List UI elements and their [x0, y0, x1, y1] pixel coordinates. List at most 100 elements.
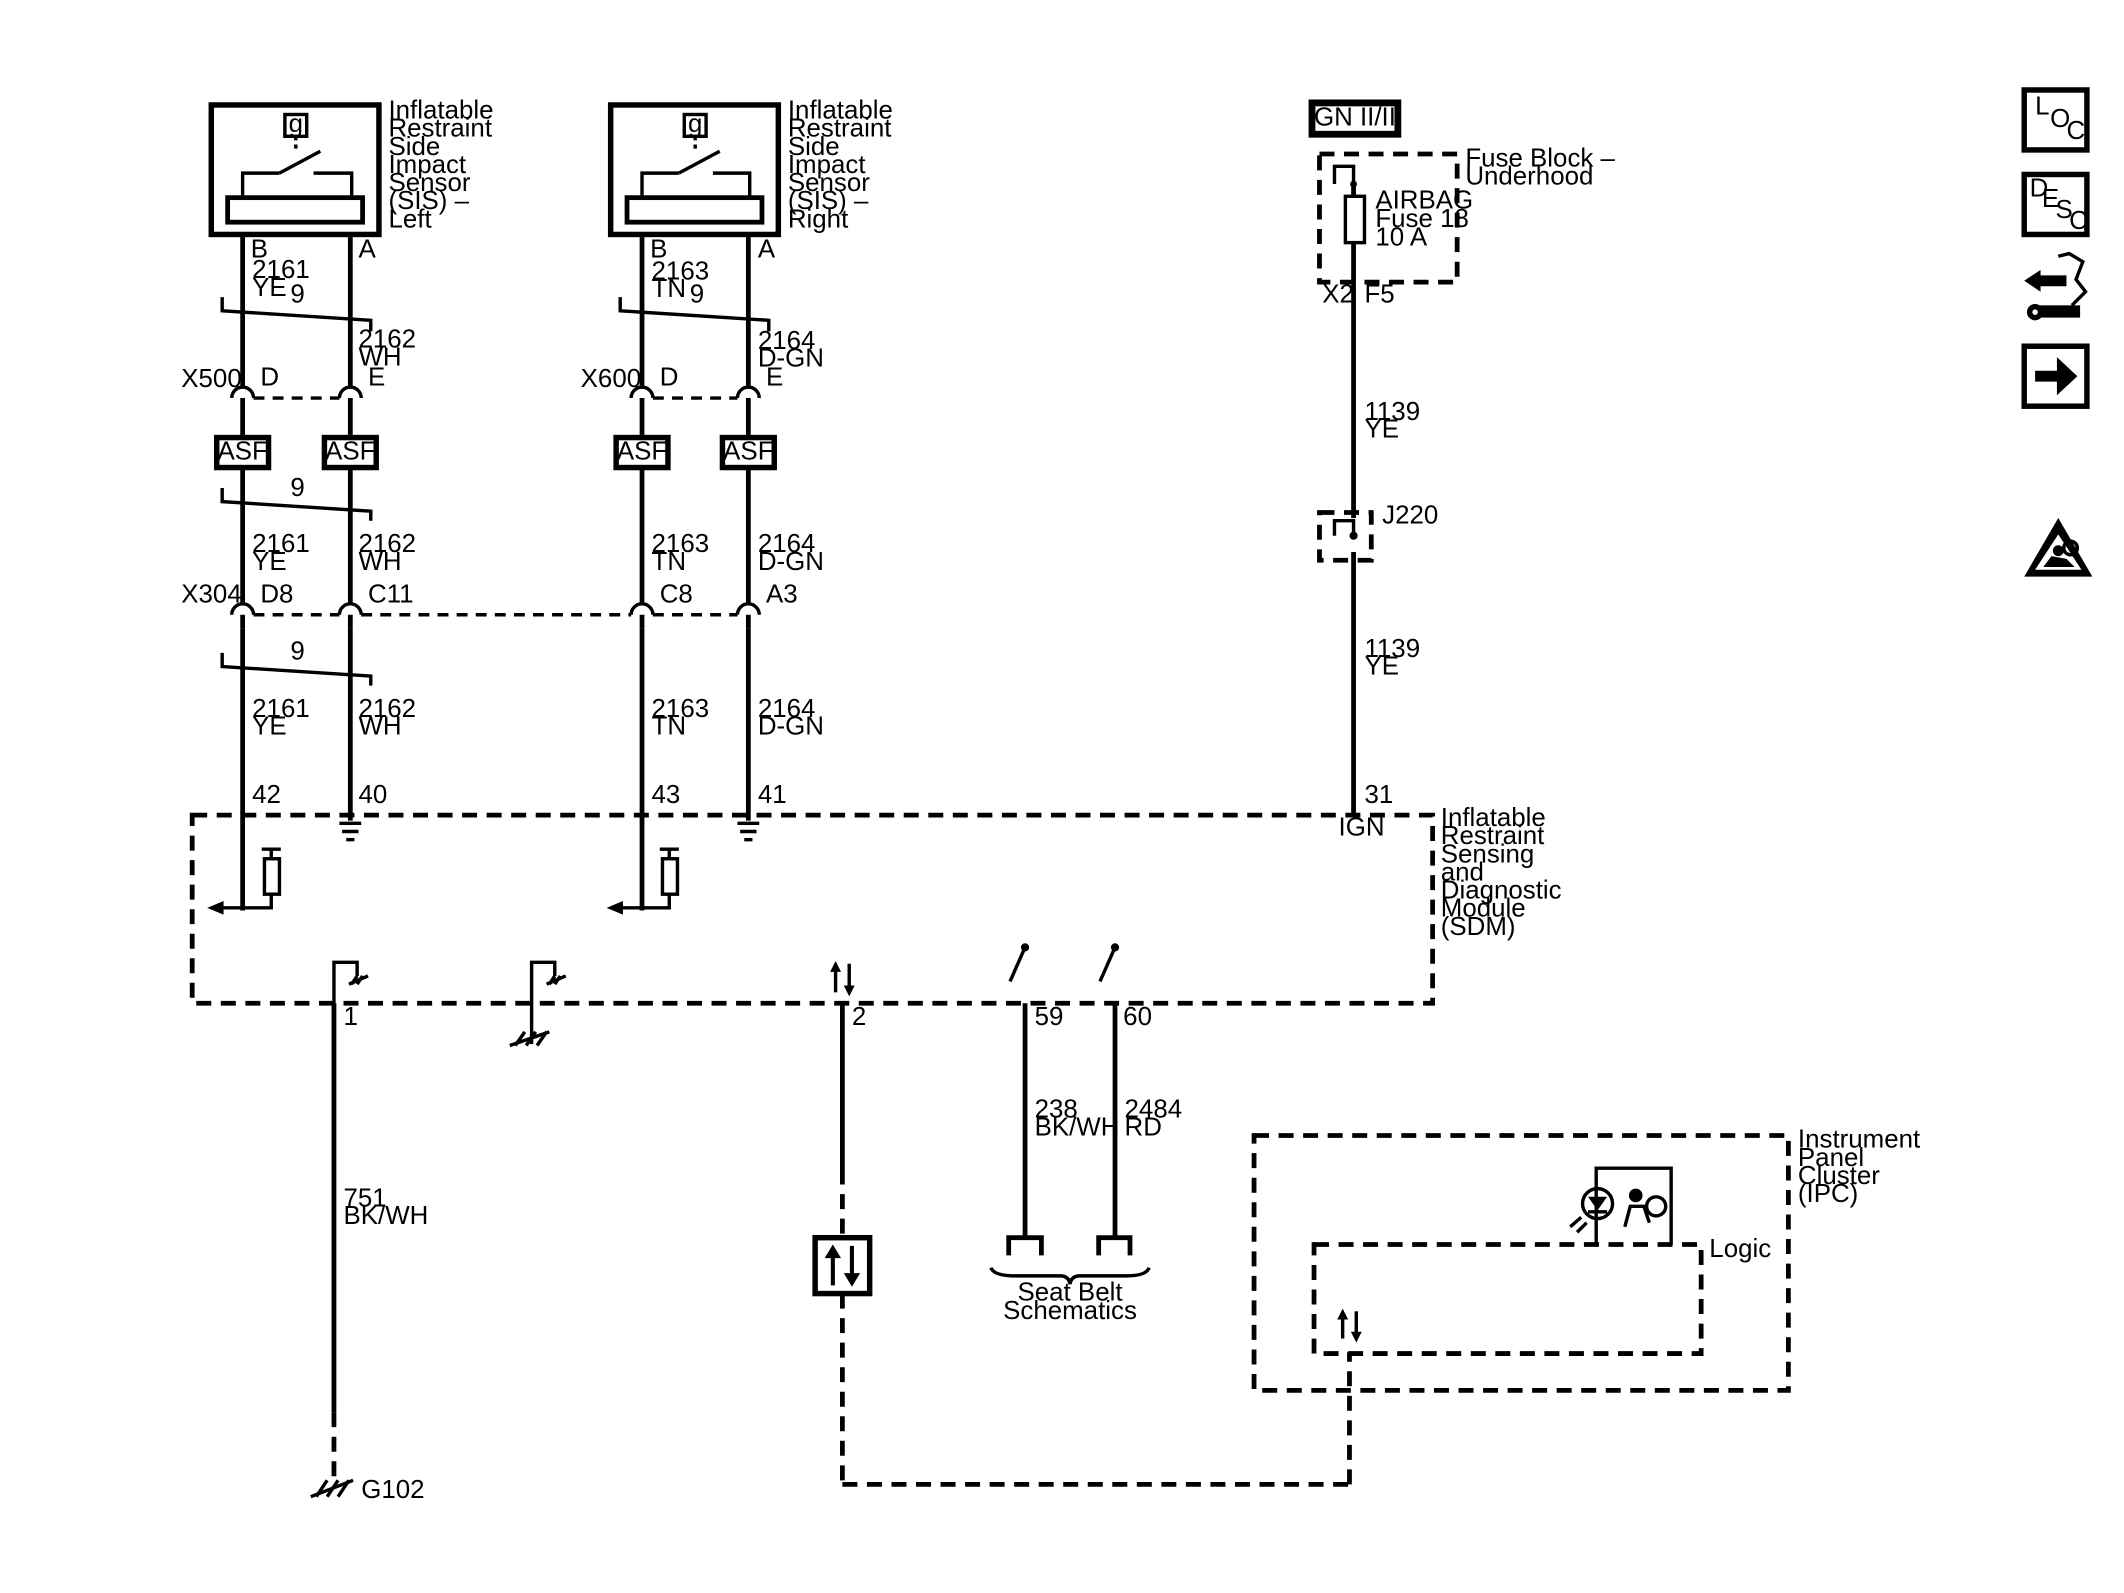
chassis-ground-symbol-1: [348, 974, 369, 986]
ign-power-box: IGN II/III: [1307, 99, 1403, 138]
sis-left-pin-b: B: [251, 236, 268, 264]
sis-right-pin-b: B: [650, 236, 667, 264]
svg-text:E: E: [368, 364, 385, 392]
serial-data-line: [840, 1003, 1352, 1487]
serial-data-icon-sdm: [830, 960, 855, 997]
svg-text:C8: C8: [660, 580, 693, 608]
sis-left-g-label: g: [289, 110, 303, 138]
connector-x600: X600 D E: [581, 364, 783, 414]
svg-text:ASF: ASF: [217, 437, 267, 465]
description-icon[interactable]: D E S C: [2021, 171, 2090, 238]
svg-text:X600: X600: [581, 365, 641, 393]
splice-j220: J220: [1317, 501, 1438, 563]
svg-text:59: 59: [1035, 1003, 1064, 1031]
next-arrow-icon[interactable]: [2021, 343, 2090, 409]
seat-belt-switch-59: [1008, 943, 1030, 983]
svg-text:E: E: [2042, 185, 2059, 213]
fuse-connector-x2: X2: [1322, 281, 1354, 309]
svg-text:J220: J220: [1382, 501, 1438, 529]
asf-boxes: ASF ASF ASF ASF: [214, 413, 777, 471]
svg-text:X304: X304: [181, 580, 241, 608]
twist-marker-left-1: 9: [220, 281, 373, 332]
svg-text:2: 2: [852, 1003, 866, 1031]
svg-text:43: 43: [652, 781, 681, 809]
repair-procedure-icon[interactable]: [2024, 251, 2088, 321]
svg-text:G102: G102: [361, 1476, 424, 1504]
twist-marker-right-1: 9: [618, 281, 771, 332]
location-icon[interactable]: L O C: [2021, 87, 2090, 153]
chassis-ground-symbol-2: [509, 974, 567, 1048]
ground-g102: G102: [310, 1476, 425, 1504]
svg-text:O: O: [2050, 105, 2070, 133]
svg-text:60: 60: [1123, 1003, 1152, 1031]
svg-text:D8: D8: [260, 580, 293, 608]
svg-text:Fuse Block –Underhood: Fuse Block –Underhood: [1465, 144, 1615, 190]
svg-text:9: 9: [690, 281, 704, 309]
svg-text:C11: C11: [368, 580, 414, 608]
svg-text:42: 42: [252, 781, 281, 809]
svg-text:IGN II/III: IGN II/III: [1307, 103, 1403, 131]
fuse-pin-f5: F5: [1364, 281, 1394, 309]
sis-right-g-label: g: [688, 110, 702, 138]
svg-text:1: 1: [344, 1003, 358, 1031]
svg-text:ASF: ASF: [325, 437, 375, 465]
svg-text:E: E: [766, 364, 783, 392]
seat-belt-switch-60: [1098, 943, 1120, 983]
sdm-ign-label: IGN: [1339, 814, 1385, 842]
svg-text:X500: X500: [181, 365, 241, 393]
svg-text:9: 9: [290, 281, 304, 309]
twist-marker-left-3: 9: [220, 638, 373, 686]
sis-left-pin-a: A: [358, 236, 376, 264]
svg-text:41: 41: [758, 781, 787, 809]
connector-x304: X304 D8 C11 C8 A3: [181, 580, 798, 629]
svg-text:9: 9: [290, 474, 304, 502]
airbag-warning-icon: [2024, 517, 2093, 577]
sis-right-pin-a: A: [758, 236, 776, 264]
ground-symbol-pin41: [737, 821, 760, 842]
svg-text:9: 9: [290, 638, 304, 666]
twist-marker-left-2: 9: [220, 474, 373, 521]
svg-text:31: 31: [1364, 781, 1393, 809]
svg-text:D: D: [660, 364, 679, 392]
sdm-input-circuit-right: [606, 847, 680, 915]
svg-text:C: C: [2066, 117, 2085, 145]
serial-data-icon-ipc: [1337, 1308, 1362, 1343]
ground-symbol-pin40: [339, 821, 362, 842]
sdm-input-circuit-left: [207, 847, 282, 915]
svg-text:L: L: [2035, 93, 2049, 121]
svg-text:ASF: ASF: [723, 437, 773, 465]
airbag-indicator-icon: [1569, 1186, 1668, 1234]
svg-text:ASF: ASF: [617, 437, 667, 465]
svg-text:D: D: [260, 364, 279, 392]
ipc-logic-label: Logic: [1709, 1235, 1771, 1263]
